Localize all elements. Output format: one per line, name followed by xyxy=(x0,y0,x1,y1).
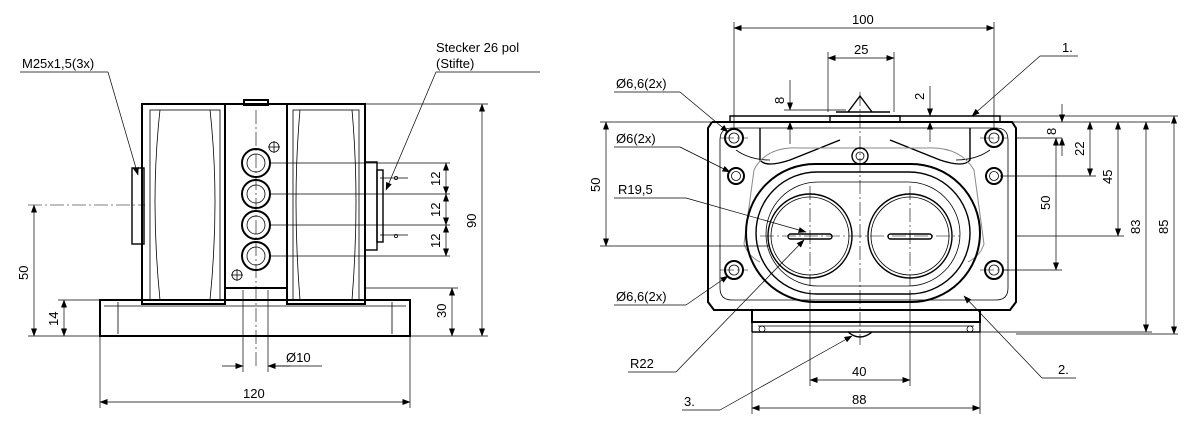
connector-label-1: Stecker 26 pol xyxy=(436,40,519,55)
mounting-holes xyxy=(724,128,1004,280)
callout-3: 3. xyxy=(684,394,695,409)
base-plate xyxy=(99,299,411,337)
thread-label: M25x1,5(3x) xyxy=(22,56,94,71)
dim-50-left: 50 xyxy=(588,178,603,192)
dim-base-14: 14 xyxy=(46,312,61,326)
dim-pitch-a: 12 xyxy=(428,172,443,186)
dim-45: 45 xyxy=(1100,170,1115,184)
dim-width-100: 100 xyxy=(852,12,874,27)
dim-height-30: 30 xyxy=(434,304,449,318)
left-side-view: M25x1,5(3x) Stecker 26 pol (Stifte) 120 … xyxy=(16,40,540,408)
dim-height-90: 90 xyxy=(464,214,479,228)
dim-22: 22 xyxy=(1072,142,1087,156)
hole-label-b: Ø6(2x) xyxy=(616,131,656,146)
dim-pitch-b: 12 xyxy=(428,203,443,217)
dim-hole-dia: Ø10 xyxy=(286,350,311,365)
radius-label-b: R22 xyxy=(630,356,654,371)
dim-40: 40 xyxy=(852,364,866,379)
connector-label-2: (Stifte) xyxy=(436,56,474,71)
dim-88: 88 xyxy=(852,392,866,407)
dim-8-top: 8 xyxy=(772,97,787,104)
oval-recess-outer xyxy=(745,163,981,303)
dim-height-50: 50 xyxy=(16,266,31,280)
dim-83: 83 xyxy=(1128,220,1143,234)
callout-2: 2. xyxy=(1058,362,1069,377)
hole-label-c: Ø6,6(2x) xyxy=(616,289,667,304)
callout-1: 1. xyxy=(1062,40,1073,55)
hole-label-a: Ø6,6(2x) xyxy=(616,76,667,91)
connector-body xyxy=(364,161,378,251)
right-front-view: 100 25 8 2 8 22 45 50 83 85 50 40 88 Ø6,… xyxy=(588,12,1178,414)
housing-right-block xyxy=(286,103,366,305)
dim-width-120: 120 xyxy=(243,386,265,401)
dim-50-right: 50 xyxy=(1038,196,1053,210)
dim-pitch-c: 12 xyxy=(428,234,443,248)
dim-width-25: 25 xyxy=(854,42,868,57)
oval-recess-inner xyxy=(755,171,971,295)
radius-label-a: R19,5 xyxy=(618,182,653,197)
dim-8-right: 8 xyxy=(1044,128,1059,135)
dim-2: 2 xyxy=(912,93,927,100)
dim-85: 85 xyxy=(1156,220,1171,234)
housing-outline xyxy=(707,121,752,311)
